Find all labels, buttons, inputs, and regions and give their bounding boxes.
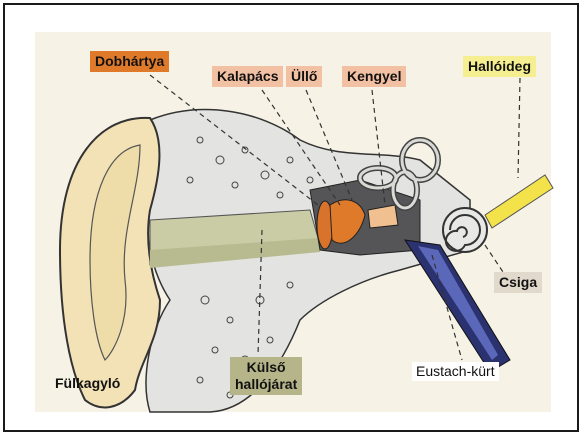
auditory-nerve <box>485 175 553 228</box>
label-kulso-line2: hallójárat <box>235 376 297 393</box>
label-fulkagylo: Fülkagyló <box>55 375 120 392</box>
label-halloideg: Hallóideg <box>463 56 536 77</box>
label-ullo: Üllő <box>286 66 322 87</box>
label-kulso-hallojarat: Külső hallójárat <box>230 357 302 395</box>
cochlea <box>443 208 487 252</box>
label-eustach-kurt: Eustach-kürt <box>412 362 499 381</box>
label-kengyel: Kengyel <box>342 66 406 87</box>
label-csiga: Csiga <box>494 272 542 293</box>
label-kalapacs: Kalapács <box>212 66 283 87</box>
label-kulso-line1: Külső <box>235 359 297 376</box>
label-dobhartya: Dobhártya <box>90 51 169 72</box>
